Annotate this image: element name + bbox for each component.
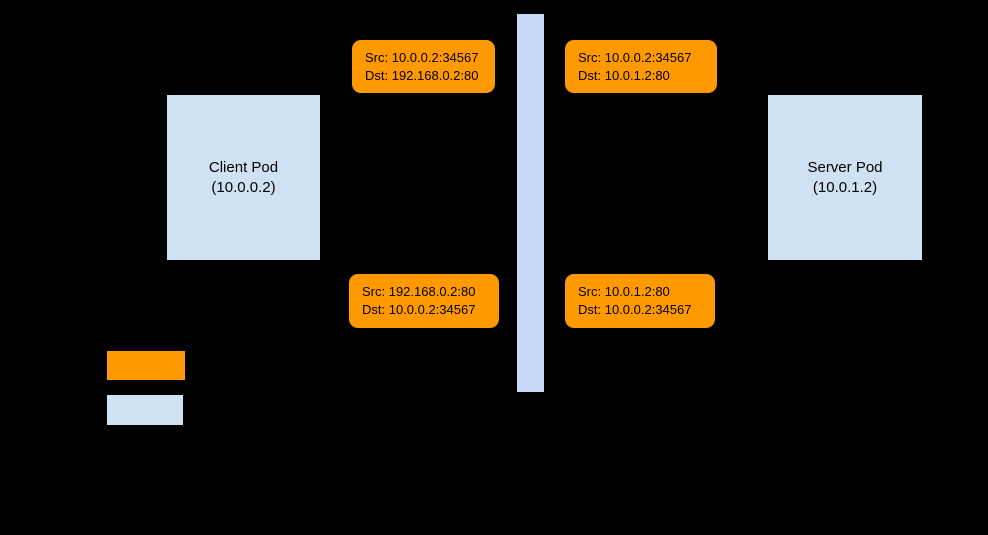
- packet-label-bottom-right: Src: 10.0.1.2:80 Dst: 10.0.0.2:34567: [565, 274, 715, 328]
- packet-src: Src: 10.0.0.2:34567: [365, 49, 479, 65]
- legend-pod-swatch: [107, 395, 183, 425]
- packet-dst: Dst: 10.0.1.2:80: [578, 67, 670, 83]
- packet-src: Src: 10.0.1.2:80: [578, 284, 670, 299]
- packet-dst: Dst: 192.168.0.2:80: [365, 67, 479, 83]
- client-pod-label: Client Pod: [208, 158, 279, 176]
- client-pod-ip: (10.0.0.2): [211, 178, 276, 196]
- packet-label-top-right: Src: 10.0.0.2:34567 Dst: 10.0.1.2:80: [565, 40, 717, 93]
- server-pod-label: Server Pod: [807, 158, 883, 176]
- server-pod-ip: (10.0.1.2): [812, 178, 878, 196]
- client-pod-box: Client Pod (10.0.0.2): [167, 95, 320, 260]
- network-boundary-bar: [517, 14, 544, 392]
- packet-dst: Dst: 10.0.0.2:34567: [578, 302, 692, 317]
- server-pod-box: Server Pod (10.0.1.2): [768, 95, 922, 260]
- packet-src: Src: 192.168.0.2:80: [362, 284, 476, 299]
- legend-packet-swatch: [107, 351, 185, 380]
- packet-dst: Dst: 10.0.0.2:34567: [362, 302, 476, 317]
- packet-label-top-left: Src: 10.0.0.2:34567 Dst: 192.168.0.2:80: [352, 40, 495, 93]
- packet-src: Src: 10.0.0.2:34567: [578, 49, 692, 65]
- packet-label-bottom-left: Src: 192.168.0.2:80 Dst: 10.0.0.2:34567: [349, 274, 499, 328]
